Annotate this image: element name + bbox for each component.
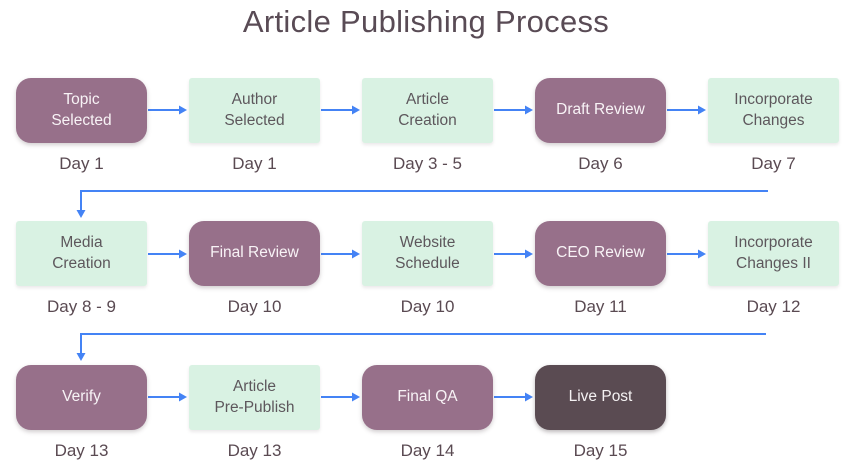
step-box: Final QA bbox=[362, 365, 493, 430]
step-article-creation: Article Creation Day 3 - 5 bbox=[362, 78, 493, 174]
step-label: Final QA bbox=[397, 388, 458, 406]
step-box: Draft Review bbox=[535, 78, 666, 143]
step-label: Live Post bbox=[568, 388, 633, 406]
step-box: Live Post bbox=[535, 365, 666, 430]
step-box: Author Selected bbox=[189, 78, 320, 143]
step-box: Media Creation bbox=[16, 221, 147, 286]
step-day-label: Day 7 bbox=[751, 154, 796, 173]
step-label: Verify bbox=[62, 388, 101, 406]
step-label: Draft Review bbox=[556, 101, 645, 119]
step-box: Verify bbox=[16, 365, 147, 430]
step-label: Final Review bbox=[210, 244, 299, 262]
process-row-1: Topic Selected Day 1 Author Selected Day… bbox=[16, 78, 839, 174]
step-topic-selected: Topic Selected Day 1 bbox=[16, 78, 147, 174]
step-media-creation: Media Creation Day 8 - 9 bbox=[16, 221, 147, 317]
step-day-label: Day 11 bbox=[574, 297, 627, 316]
process-row-2: Media Creation Day 8 - 9 Final Review Da… bbox=[16, 221, 839, 317]
step-label: Author Selected bbox=[224, 91, 285, 129]
step-box: Website Schedule bbox=[362, 221, 493, 286]
step-label: Incorporate Changes II bbox=[734, 234, 813, 272]
step-day-label: Day 13 bbox=[54, 441, 109, 460]
page-title: Article Publishing Process bbox=[242, 4, 610, 39]
step-label: CEO Review bbox=[556, 244, 645, 262]
process-row-3: Verify Day 13 Article Pre-Publish Day 13… bbox=[16, 365, 666, 461]
step-ceo-review: CEO Review Day 11 bbox=[535, 221, 666, 317]
step-day-label: Day 1 bbox=[232, 154, 277, 173]
step-day-label: Day 8 - 9 bbox=[47, 297, 116, 316]
step-day-label: Day 14 bbox=[400, 441, 455, 460]
step-incorporate-changes: Incorporate Changes Day 7 bbox=[708, 78, 839, 174]
step-day-label: Day 15 bbox=[573, 441, 628, 460]
step-day-label: Day 1 bbox=[59, 154, 104, 173]
step-day-label: Day 3 - 5 bbox=[393, 154, 462, 173]
step-label: Article Creation bbox=[398, 91, 457, 129]
step-day-label: Day 13 bbox=[227, 441, 282, 460]
step-box: Incorporate Changes bbox=[708, 78, 839, 143]
step-label: Incorporate Changes bbox=[734, 91, 813, 129]
step-day-label: Day 10 bbox=[400, 297, 455, 316]
step-label: Media Creation bbox=[52, 234, 111, 272]
step-draft-review: Draft Review Day 6 bbox=[535, 78, 666, 174]
step-day-label: Day 6 bbox=[578, 154, 623, 173]
step-box: Article Pre-Publish bbox=[189, 365, 320, 430]
step-live-post: Live Post Day 15 bbox=[535, 365, 666, 461]
step-day-label: Day 10 bbox=[227, 297, 282, 316]
step-final-qa: Final QA Day 14 bbox=[362, 365, 493, 461]
step-day-label: Day 12 bbox=[746, 297, 801, 316]
flow-connector-row1-row2 bbox=[76, 190, 768, 218]
step-website-schedule: Website Schedule Day 10 bbox=[362, 221, 493, 317]
step-article-pre-publish: Article Pre-Publish Day 13 bbox=[189, 365, 320, 461]
step-label: Website Schedule bbox=[395, 234, 460, 272]
step-author-selected: Author Selected Day 1 bbox=[189, 78, 320, 174]
step-box: Topic Selected bbox=[16, 78, 147, 143]
step-incorporate-changes-ii: Incorporate Changes II Day 12 bbox=[708, 221, 839, 317]
step-box: CEO Review bbox=[535, 221, 666, 286]
step-final-review: Final Review Day 10 bbox=[189, 221, 320, 317]
step-label: Topic Selected bbox=[51, 91, 112, 129]
step-box: Final Review bbox=[189, 221, 320, 286]
step-box: Article Creation bbox=[362, 78, 493, 143]
step-label: Article Pre-Publish bbox=[214, 378, 295, 416]
flow-connector-row2-row3 bbox=[76, 333, 766, 361]
step-box: Incorporate Changes II bbox=[708, 221, 839, 286]
step-verify: Verify Day 13 bbox=[16, 365, 147, 461]
